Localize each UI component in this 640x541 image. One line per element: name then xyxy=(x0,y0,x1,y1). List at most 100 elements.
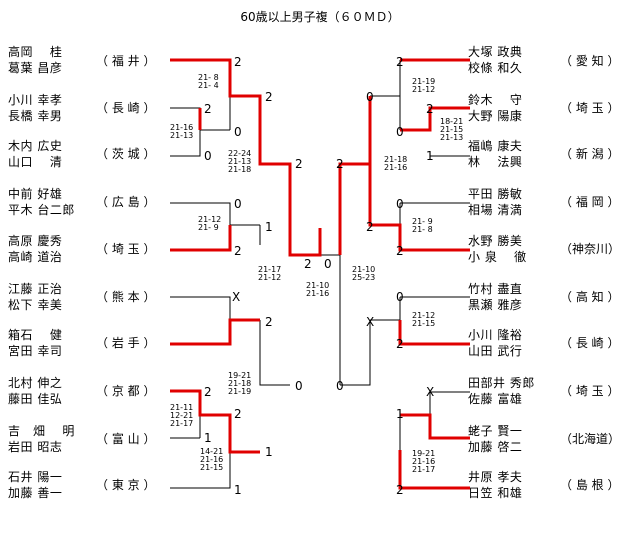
left-pair-2-player-1: 小川 幸孝 xyxy=(8,93,63,107)
score-left-r3-d: 1 xyxy=(265,445,273,459)
left-pair-8-player-1: 北村 伸之 xyxy=(8,376,63,390)
win-line-31 xyxy=(338,162,470,255)
score-left-r2-h-bot: 1 xyxy=(234,483,242,497)
left-pair-4-player-1: 中前 好雄 xyxy=(8,187,63,201)
score-left-r2-c-top: 0 xyxy=(234,197,242,211)
score-right-r2-i-mid: 1 xyxy=(396,407,404,421)
right-pair-4-pref: （ 福 岡 ） xyxy=(560,195,620,209)
left-pair-4-pref: （ 広 島 ） xyxy=(96,195,156,209)
score-left-r2-g-mid: 2 xyxy=(234,407,242,421)
left-pair-1-pref: （ 福 井 ） xyxy=(96,54,156,68)
win-line-35 xyxy=(398,450,470,490)
bracket-line-1 xyxy=(170,130,201,157)
bracket-line-3 xyxy=(170,202,231,225)
score-right-r4-b: 0 xyxy=(336,379,344,393)
games-left-h: 14-21 21-16 21-15 xyxy=(200,447,224,472)
bracket-line-28 xyxy=(320,254,341,385)
left-pair-1-player-1: 高岡 桂 xyxy=(8,45,63,59)
score-left-r2-top: 2 xyxy=(234,55,242,69)
left-pair-7-player-1: 箱石 健 xyxy=(8,328,63,342)
games-left-d: 21-12 21- 9 xyxy=(198,215,222,232)
left-pair-5-pref: （ 埼 玉 ） xyxy=(96,242,156,256)
right-pair-7-player-2: 山田 武行 xyxy=(468,344,523,358)
games-left-e: 21-17 21-12 xyxy=(258,265,282,282)
score-right-r2-i-bot: 2 xyxy=(396,483,404,497)
left-pair-3-player-1: 木内 広史 xyxy=(8,139,63,153)
right-pair-8-player-1: 田部井 秀郎 xyxy=(468,376,535,390)
games-left-c: 22-24 21-13 21-18 xyxy=(228,149,252,174)
score-left-r1-g-top: 2 xyxy=(204,385,212,399)
games-right-g: 19-21 21-16 21-17 xyxy=(412,449,436,474)
right-pair-3-pref: （ 新 潟 ） xyxy=(560,147,620,161)
left-pair-9-player-1: 吉 畑 明 xyxy=(8,424,75,438)
score-right-r2-d-bot: 2 xyxy=(396,244,404,258)
games-right-b: 18-21 21-15 21-13 xyxy=(440,117,464,142)
right-pair-2-player-1: 鈴木 守 xyxy=(468,93,523,107)
left-pair-9-pref: （ 富 山 ） xyxy=(96,432,156,446)
score-left-r2-a-bot: 0 xyxy=(234,125,242,139)
score-right-r2-f-bot: 2 xyxy=(396,337,404,351)
right-pair-5-player-2: 小 泉 徹 xyxy=(468,250,527,264)
score-left-r1-b: 0 xyxy=(204,149,212,163)
left-pair-8-pref: （ 京 都 ） xyxy=(96,384,156,398)
score-left-r3-c: 2 xyxy=(265,315,273,329)
score-left-r3-a: 2 xyxy=(265,90,273,104)
right-pair-5-pref: （神奈川） xyxy=(560,242,621,256)
games-left-f: 19-21 21-18 21-19 xyxy=(228,371,252,396)
left-pair-10-player-1: 石井 陽一 xyxy=(8,470,63,484)
right-pair-6-player-1: 竹村 盡直 xyxy=(468,282,523,296)
games-right-d: 21- 9 21- 8 xyxy=(412,217,433,234)
right-pair-10-player-1: 井原 孝夫 xyxy=(468,470,523,484)
left-pair-5-player-2: 高崎 道治 xyxy=(8,250,63,264)
score-right-r2-a-bot: 0 xyxy=(396,125,404,139)
games-right-e: 21-10 25-23 xyxy=(352,265,376,282)
score-left-r2-c-bot: 2 xyxy=(234,244,242,258)
win-line-34 xyxy=(400,413,470,440)
games-right-c: 21-18 21-16 xyxy=(384,155,408,172)
score-left-r3-b: 1 xyxy=(265,220,273,234)
right-pair-9-player-1: 蛯子 賢一 xyxy=(468,424,523,438)
win-line-30 xyxy=(400,106,470,132)
right-pair-1-player-1: 大塚 政典 xyxy=(468,45,523,59)
score-right-r2-a-top: 2 xyxy=(396,55,404,69)
right-pair-7-player-1: 小川 隆裕 xyxy=(468,328,523,342)
left-pair-2-pref: （ 長 崎 ） xyxy=(96,101,156,115)
right-pair-9-pref: （北海道） xyxy=(560,432,621,446)
right-pair-1-player-2: 校條 和久 xyxy=(468,61,523,75)
score-right-r3-a: 0 xyxy=(366,90,374,104)
left-pair-7-pref: （ 岩 手 ） xyxy=(96,336,156,350)
score-right-r1-b-bot: 1 xyxy=(426,149,434,163)
score-left-r4-a: 2 xyxy=(295,157,303,171)
left-pair-8-player-2: 藤田 佳弘 xyxy=(8,392,63,406)
left-pair-9-player-2: 岩田 昭志 xyxy=(8,440,63,454)
right-pair-2-pref: （ 埼 玉 ） xyxy=(560,101,620,115)
right-pair-4-player-2: 相場 清満 xyxy=(468,203,523,217)
win-line-14 xyxy=(170,389,260,454)
score-right-r3-b: 2 xyxy=(366,220,374,234)
left-pair-3-pref: （ 茨 城 ） xyxy=(96,147,156,161)
right-pair-9-player-2: 加藤 啓二 xyxy=(468,440,523,454)
games-final: 21-10 21-16 xyxy=(306,281,330,298)
games-left-a: 21- 8 21- 4 xyxy=(198,73,219,90)
bracket-line-6 xyxy=(259,320,290,386)
left-pair-1-player-2: 葛葉 昌彦 xyxy=(8,61,63,75)
score-final-left: 2 xyxy=(304,257,312,271)
right-pair-8-pref: （ 埼 玉 ） xyxy=(560,384,620,398)
score-left-r2-e: X xyxy=(232,290,241,304)
score-right-r2-d-top: 0 xyxy=(396,197,404,211)
right-pair-6-player-2: 黒瀬 雅彦 xyxy=(468,298,523,312)
bracket-line-24 xyxy=(340,320,371,386)
right-pair-10-player-2: 日笠 和雄 xyxy=(468,486,523,500)
left-pair-6-player-1: 江藤 正治 xyxy=(8,282,63,296)
bracket-line-5 xyxy=(170,296,231,320)
left-pair-4-player-2: 平木 台二郎 xyxy=(8,203,75,217)
left-pair-2-player-2: 長橋 幸男 xyxy=(8,109,63,123)
left-pair-10-pref: （ 東 京 ） xyxy=(96,478,156,492)
left-pair-6-player-2: 松下 幸美 xyxy=(8,298,63,312)
score-right-r4-a: 2 xyxy=(336,157,344,171)
right-pair-3-player-1: 福嶋 康夫 xyxy=(468,139,523,153)
bracket-line-9 xyxy=(170,452,231,489)
score-left-r1-g-bot: 1 xyxy=(204,431,212,445)
games-left-g: 21-11 12-21 21-17 xyxy=(170,403,194,428)
